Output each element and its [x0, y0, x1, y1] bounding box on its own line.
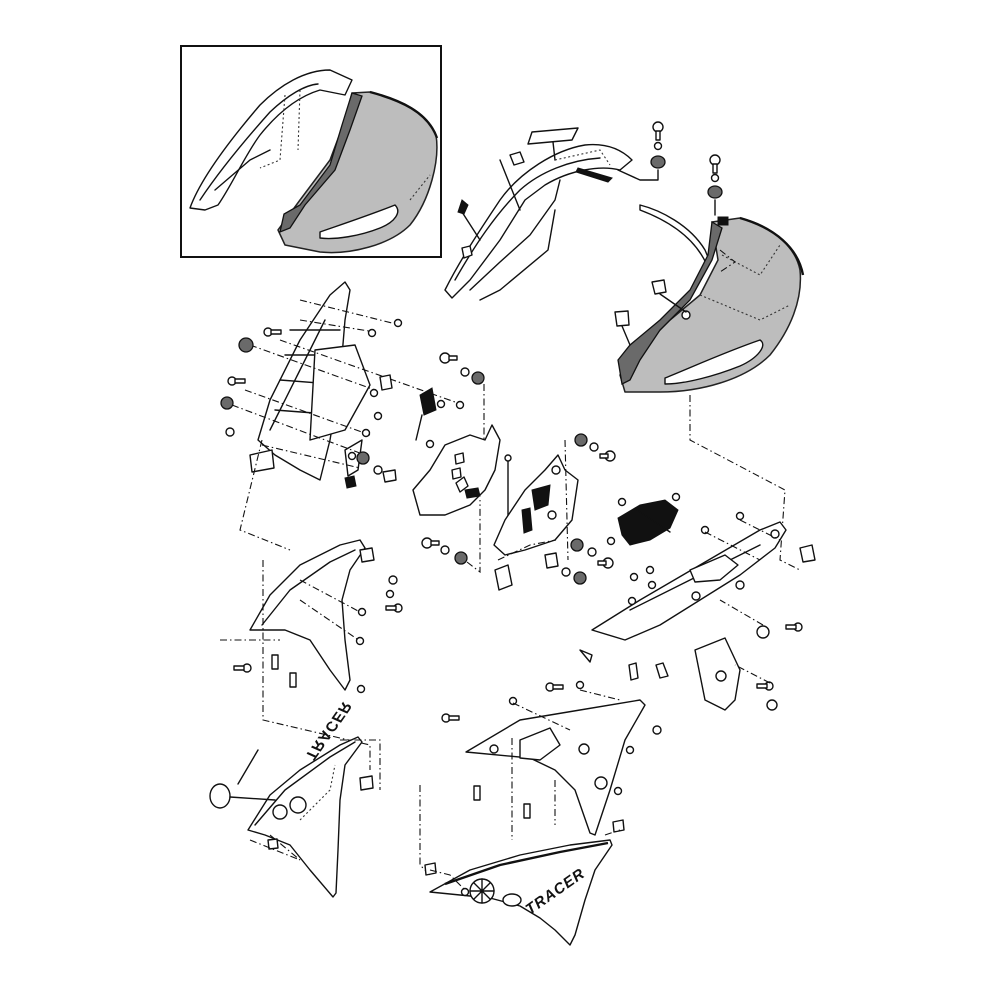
- mesh-grille: [606, 492, 681, 546]
- left-inner-side-cowl: [220, 439, 403, 770]
- upper-inner-cowl: [444, 127, 633, 301]
- headlight-bracket-fasteners: [421, 352, 485, 574]
- lower-inner-panel: [419, 680, 662, 876]
- front-cowl-grey: [617, 216, 805, 393]
- label-sticker: [527, 127, 579, 145]
- cowl-stay: [231, 281, 456, 481]
- cowl-stay-fasteners: [220, 318, 403, 489]
- meter-bracket: [493, 439, 579, 591]
- cowl-seal-strip: [639, 204, 711, 264]
- cowl-clips: [614, 249, 801, 571]
- inset-assembled-cowl: [189, 69, 439, 254]
- top-fasteners: [617, 121, 723, 216]
- right-inner-side-cowl: [579, 511, 816, 711]
- lower-right-side-panel: TRACER: [424, 819, 625, 946]
- headlight-bracket: [412, 387, 512, 521]
- left-side-panel: TRACER: [209, 698, 381, 898]
- inset-assembled-view-frame: [180, 45, 442, 258]
- meter-bracket-fasteners: [544, 433, 616, 585]
